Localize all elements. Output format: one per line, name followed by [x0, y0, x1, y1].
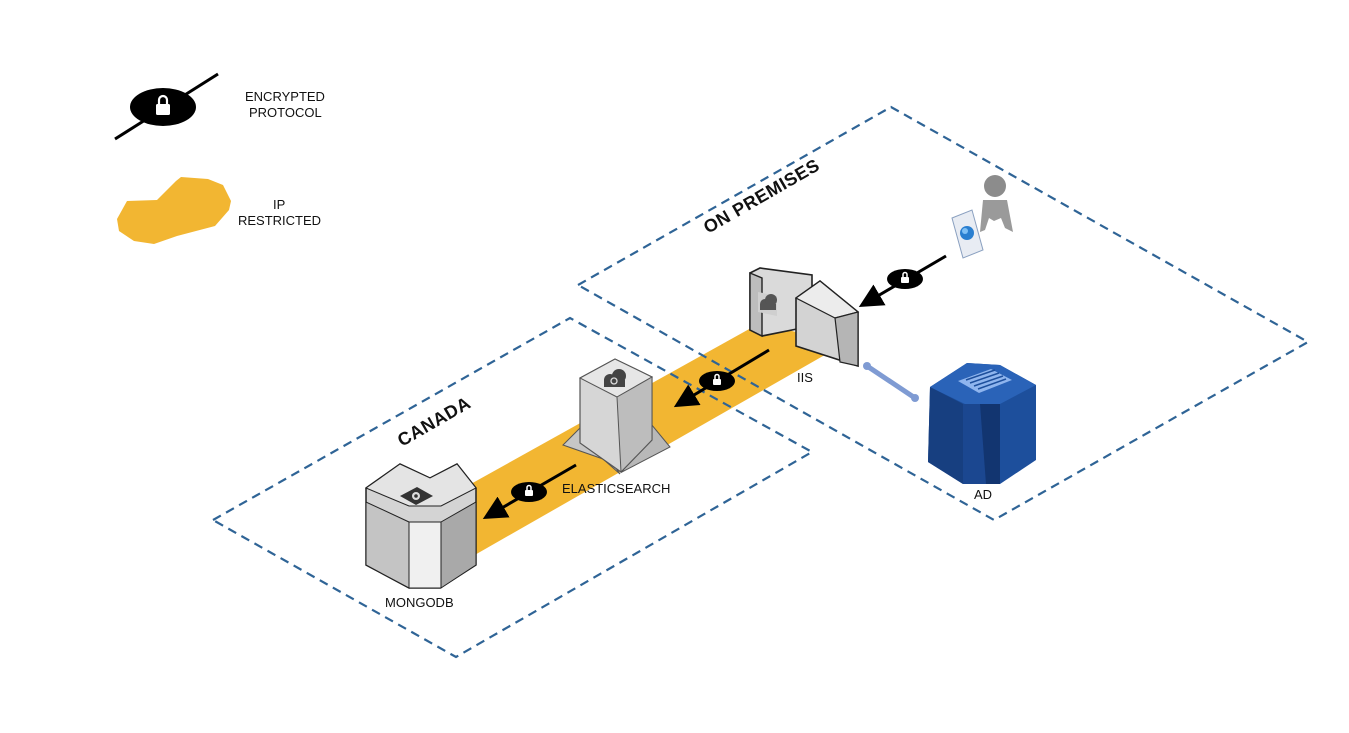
- legend-encrypted-label-2: PROTOCOL: [249, 105, 322, 120]
- zone-label-canada: CANADA: [394, 393, 474, 451]
- padlock-icon: [887, 269, 923, 289]
- iis-server: IIS: [749, 267, 860, 385]
- four-way-arrow-icon: [117, 177, 231, 244]
- legend-ip-label-1: IP: [273, 197, 285, 212]
- ad-server: AD: [928, 363, 1036, 502]
- browser-icon: [951, 209, 984, 259]
- elasticsearch-server: ELASTICSEARCH: [562, 358, 671, 496]
- search-cloud-icon: [604, 369, 626, 387]
- encrypted-arrow-iis-to-elasticsearch: [673, 348, 770, 408]
- padlock-icon: [130, 88, 196, 126]
- padlock-icon: [511, 482, 547, 502]
- legend: ENCRYPTED PROTOCOL IP RESTRICTED: [114, 72, 325, 244]
- list-icon: [958, 369, 1012, 393]
- user-icon: [980, 175, 1013, 232]
- zone-label-on-premises: ON PREMISES: [700, 155, 823, 238]
- gear-database-icon: [400, 487, 433, 505]
- padlock-icon: [699, 371, 735, 391]
- legend-ip-label-2: RESTRICTED: [238, 213, 321, 228]
- elasticsearch-label: ELASTICSEARCH: [562, 481, 670, 496]
- encrypted-arrow-user-to-iis: [858, 254, 947, 308]
- legend-ip-restricted: IP RESTRICTED: [117, 177, 321, 244]
- mongodb-label: MONGODB: [385, 595, 454, 610]
- legend-encrypted-protocol: ENCRYPTED PROTOCOL: [114, 72, 325, 141]
- iis-ad-connector: [863, 362, 919, 402]
- encrypted-arrow-elasticsearch-to-mongodb: [482, 463, 577, 520]
- iis-label: IIS: [797, 370, 813, 385]
- cloud-icon: [760, 294, 777, 310]
- ad-label: AD: [974, 487, 992, 502]
- legend-encrypted-label-1: ENCRYPTED: [245, 89, 325, 104]
- mongodb-server: MONGODB: [364, 463, 477, 610]
